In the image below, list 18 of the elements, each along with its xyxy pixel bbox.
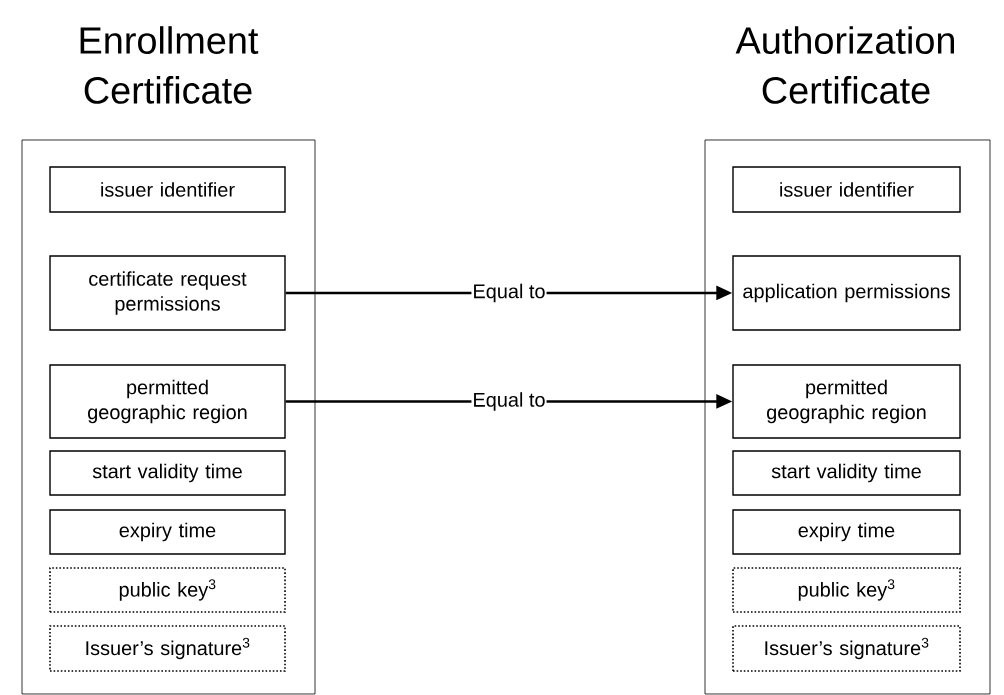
field-box: permitted geographic region [49,364,286,439]
field-box: issuer identifier [49,166,286,213]
field-box: expiry time [732,509,961,555]
field-box: public key$^{3}$ [49,567,286,613]
panel-heading: Enrollment Certificate [80,26,259,104]
field-box: expiry time [49,509,286,555]
field-box: application permissions [732,255,961,331]
field-box: certificate request permissions [49,255,286,331]
field-box: public key$^{3}$ [732,567,961,613]
field-box: start validity time [732,450,961,496]
field-box: start validity time [49,450,286,496]
edge-label: Equal to [474,392,545,411]
field-box: Issuer’s signature$^{3}$ [49,625,286,672]
field-box: permitted geographic region [732,364,961,439]
panel-heading: Authorization Certificate [735,26,954,104]
field-box: issuer identifier [732,166,961,213]
field-box: Issuer’s signature$^{3}$ [732,625,961,672]
edge-label: Equal to [474,283,545,303]
